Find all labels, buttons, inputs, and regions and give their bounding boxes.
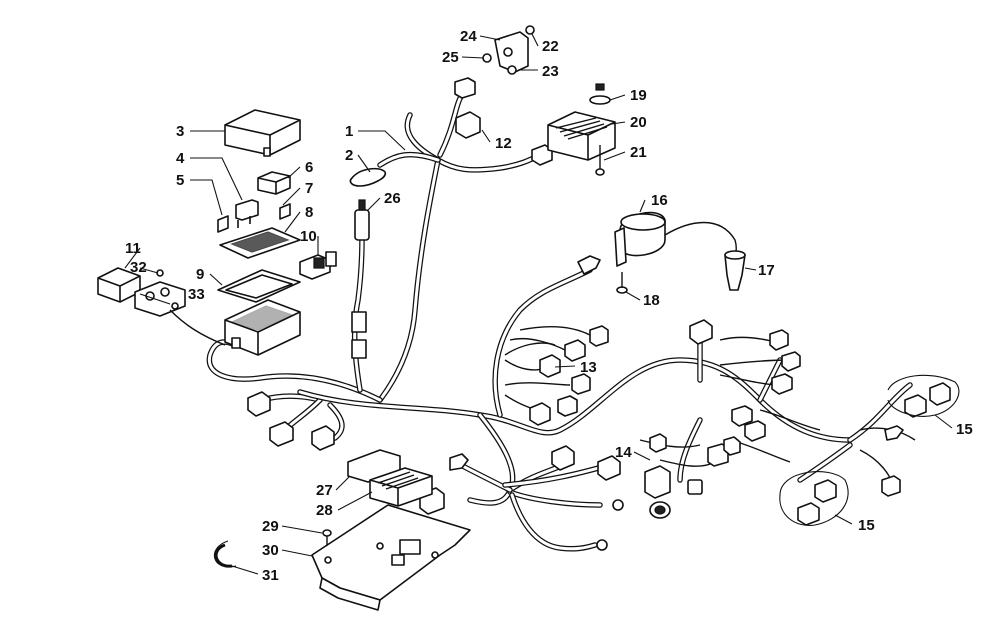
callout-13: 13	[580, 359, 597, 376]
callout-30: 30	[262, 542, 279, 559]
callout-33: 33	[188, 286, 205, 303]
callout-15-lower: 15	[858, 517, 875, 534]
relay	[257, 171, 291, 195]
callout-24: 24	[460, 28, 477, 45]
nut-33	[171, 302, 179, 310]
speed-sensor	[351, 199, 370, 359]
callout-25: 25	[442, 49, 459, 66]
callout-12: 12	[495, 135, 512, 152]
callout-19: 19	[630, 87, 647, 104]
callout-26: 26	[384, 190, 401, 207]
callout-7: 7	[305, 180, 313, 197]
callout-32: 32	[130, 259, 147, 276]
clamp-ring	[213, 540, 237, 568]
callout-23: 23	[542, 63, 559, 80]
callout-22: 22	[542, 38, 559, 55]
callout-1: 1	[345, 123, 353, 140]
callout-8: 8	[305, 204, 313, 221]
callout-18: 18	[643, 292, 660, 309]
callout-5: 5	[176, 172, 184, 189]
screw-18	[616, 272, 628, 294]
callout-17: 17	[758, 262, 775, 279]
fuses	[217, 199, 291, 233]
voltage-regulator	[547, 111, 616, 161]
screw-29	[322, 529, 332, 546]
connector-10	[299, 251, 337, 280]
callout-6: 6	[305, 159, 313, 176]
callout-27: 27	[316, 482, 333, 499]
callout-15-upper: 15	[956, 421, 973, 438]
sensor-connectors-13	[529, 255, 609, 426]
lock-washer	[589, 83, 611, 105]
callout-leaders	[124, 33, 953, 575]
harness-clip	[349, 167, 386, 187]
callout-28: 28	[316, 502, 333, 519]
callout-3: 3	[176, 123, 184, 140]
screw-21	[595, 145, 605, 176]
fuse-box-gasket	[217, 269, 301, 303]
fuse-label-sheet	[219, 227, 301, 259]
spark-plug-cap	[724, 250, 746, 291]
headlight-connectors-15	[779, 374, 960, 526]
harness-connectors	[247, 319, 904, 551]
callout-14: 14	[615, 444, 632, 461]
callout-11: 11	[125, 240, 141, 257]
ignition-coil	[614, 211, 737, 267]
main-wiring-harness	[206, 92, 913, 552]
connector-12	[454, 77, 553, 166]
fuse-box	[224, 299, 301, 356]
starter-relay	[97, 267, 141, 303]
callout-16: 16	[651, 192, 668, 209]
ecu-module	[369, 467, 433, 507]
callout-31: 31	[262, 567, 279, 584]
relay-cover	[224, 109, 301, 157]
callout-numbers: 1 2 3 4 5 6 7 8 9 10 11 12 13 14 15 15 1…	[125, 28, 973, 584]
callout-29: 29	[262, 518, 279, 535]
relay-bracket	[134, 281, 226, 346]
callout-4: 4	[176, 150, 185, 167]
callout-10: 10	[300, 228, 317, 245]
sensor-bracket	[482, 25, 535, 75]
mounting-plate	[311, 504, 471, 611]
callout-2: 2	[345, 147, 353, 164]
indicator-connectors-14	[644, 433, 741, 519]
callout-21: 21	[630, 144, 647, 161]
callout-20: 20	[630, 114, 647, 131]
callout-9: 9	[196, 266, 204, 283]
